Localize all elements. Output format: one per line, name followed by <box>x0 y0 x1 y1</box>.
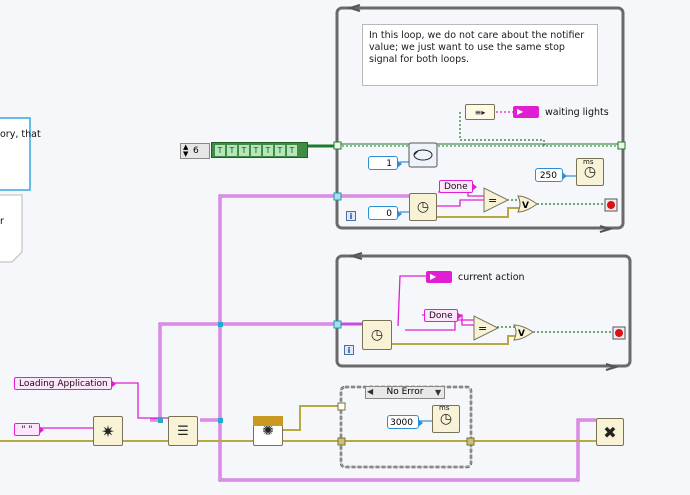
boolean-array-wire <box>308 111 622 148</box>
stop-terminals[interactable] <box>604 198 626 340</box>
bool-element: T <box>287 144 297 156</box>
notifier-clock-icon: ◷ <box>416 199 430 215</box>
or-gates[interactable]: V V <box>513 195 538 341</box>
left-note-text-1: ory, that <box>0 129 41 140</box>
svg-text:V: V <box>522 201 529 211</box>
notifier-wire-inner <box>150 195 596 481</box>
bool-element: T <box>215 144 225 156</box>
left-note-text-2: r <box>0 216 4 227</box>
done-const-upper[interactable]: Done <box>439 180 477 193</box>
close-icon: ✖ <box>603 422 617 442</box>
wait-ms-node-case[interactable]: ◷ <box>432 405 460 433</box>
obtain-notifier-node[interactable]: ✷ <box>93 416 123 446</box>
wait-clock-icon: ◷ <box>583 164 597 180</box>
array-index-control[interactable]: ▲▼ 6 <box>180 143 210 159</box>
bool-element: T <box>239 144 249 156</box>
bool-element: T <box>275 144 285 156</box>
bundle-icon: ≡▸ <box>474 107 486 117</box>
indicator-icon: ▶ <box>517 107 524 116</box>
svg-text:=: = <box>478 322 487 335</box>
svg-text:=: = <box>488 194 497 207</box>
release-notifier-node[interactable]: ✖ <box>596 418 624 446</box>
current-action-label: current action <box>458 272 525 283</box>
left-notes <box>0 117 31 263</box>
ms-label-case: ms <box>439 404 450 412</box>
sparkle-icon: ✷ <box>101 421 115 441</box>
const-1[interactable]: 1 <box>368 156 402 170</box>
bool-element: T <box>251 144 261 156</box>
stop-wires <box>497 199 616 333</box>
case-selector-value: No Error <box>386 387 424 397</box>
wait-notification-node-lower[interactable]: ◷ <box>362 320 392 350</box>
indicator-icon: ▶ <box>430 272 437 281</box>
bundle-node[interactable]: ≡▸ <box>465 104 495 120</box>
waiting-lights-label: waiting lights <box>545 107 609 118</box>
bool-element: T <box>263 144 273 156</box>
const-0[interactable]: 0 <box>368 206 402 220</box>
wait-ms-node-upper[interactable]: ◷ <box>576 158 604 186</box>
case-prev-icon[interactable]: ◀ <box>367 387 374 396</box>
waiting-lights-terminal[interactable]: ▶ <box>513 106 539 118</box>
index-stepper-icon[interactable]: ▲▼ <box>183 143 189 158</box>
current-action-terminal[interactable]: ▶ <box>426 271 452 283</box>
loop-counter-node[interactable] <box>408 142 438 168</box>
wait-clock-icon: ◷ <box>439 411 453 427</box>
array-index-value: 6 <box>193 146 199 156</box>
ms-label-upper: ms <box>583 158 594 166</box>
timeout-const[interactable]: 3000 <box>387 415 423 429</box>
wait-notification-node-upper[interactable]: ◷ <box>409 193 437 221</box>
send-lines-icon: ☰ <box>177 423 189 439</box>
tunnels <box>158 141 626 446</box>
spinner-icon: ✺ <box>262 423 274 439</box>
notifier-clock-icon: ◷ <box>370 327 384 343</box>
case-selector[interactable]: No Error <box>365 386 445 399</box>
info-icon-lower[interactable]: i <box>344 345 354 355</box>
bool-element: T <box>227 144 237 156</box>
equal-comparators[interactable]: = = <box>473 187 510 341</box>
progress-header <box>253 416 283 426</box>
info-icon-upper[interactable]: i <box>346 211 356 221</box>
boolean-array-constant[interactable]: T T T T T T T <box>211 142 308 158</box>
const-250[interactable]: 250 <box>535 168 567 182</box>
upper-while-loop[interactable] <box>335 4 625 233</box>
loading-application-const[interactable]: Loading Application <box>14 377 116 390</box>
loop-comment-note: In this loop, we do not care about the n… <box>362 24 598 86</box>
send-notification-node[interactable]: ☰ <box>168 416 198 446</box>
svg-text:V: V <box>518 329 525 339</box>
case-dropdown-icon[interactable]: ▼ <box>435 388 442 397</box>
empty-string-const[interactable]: " " <box>14 423 44 436</box>
lower-while-loop[interactable] <box>335 252 632 371</box>
done-const-lower[interactable]: Done <box>424 309 462 322</box>
